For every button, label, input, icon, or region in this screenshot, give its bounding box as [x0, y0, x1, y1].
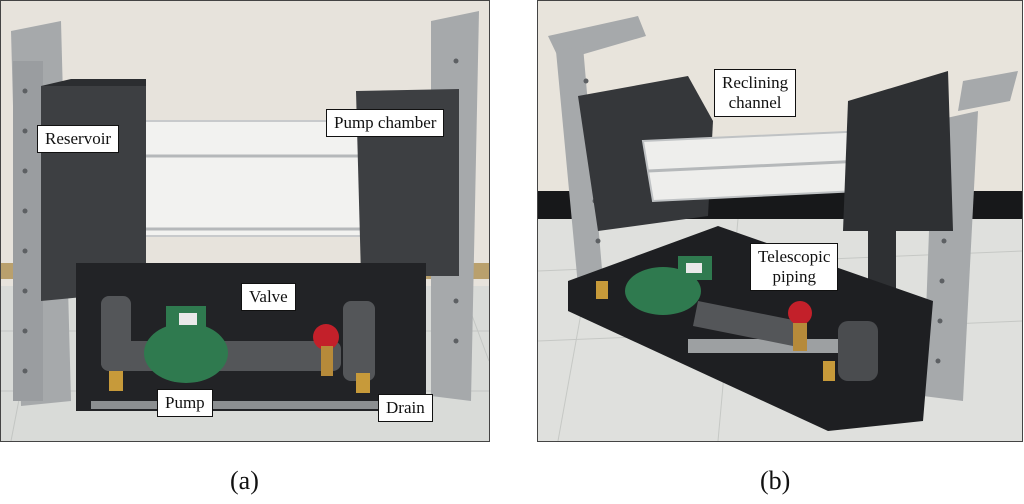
- clear-channel: [125, 120, 367, 237]
- green-pump: [144, 323, 228, 383]
- frame-left: [556, 46, 603, 286]
- photo-panel-b: Reclining channel Telescopic piping: [537, 0, 1023, 442]
- label-reservoir: Reservoir: [37, 125, 120, 153]
- right-chamber: [843, 71, 953, 231]
- label-telescopic-piping-line2: piping: [772, 267, 816, 286]
- telescopic-pipe: [693, 301, 798, 346]
- photo-a-illustration: [1, 1, 489, 441]
- label-telescopic-piping-line1: Telescopic: [758, 247, 831, 266]
- label-valve: Valve: [241, 283, 296, 311]
- label-telescopic-piping: Telescopic piping: [750, 243, 839, 291]
- red-valve-handle: [788, 301, 812, 325]
- label-pump: Pump: [157, 389, 213, 417]
- label-reclining-channel: Reclining channel: [714, 69, 797, 117]
- caption-a: (a): [230, 466, 259, 495]
- label-reclining-channel-line2: channel: [728, 93, 782, 112]
- label-reclining-channel-line1: Reclining: [722, 73, 789, 92]
- photo-b-illustration: [538, 1, 1022, 441]
- label-drain: Drain: [378, 394, 433, 422]
- photo-panel-a: Reservoir Pump chamber Valve Pump Drain: [0, 0, 490, 442]
- label-pump-chamber: Pump chamber: [326, 109, 445, 137]
- red-valve-handle: [313, 324, 339, 350]
- caption-b: (b): [760, 466, 791, 495]
